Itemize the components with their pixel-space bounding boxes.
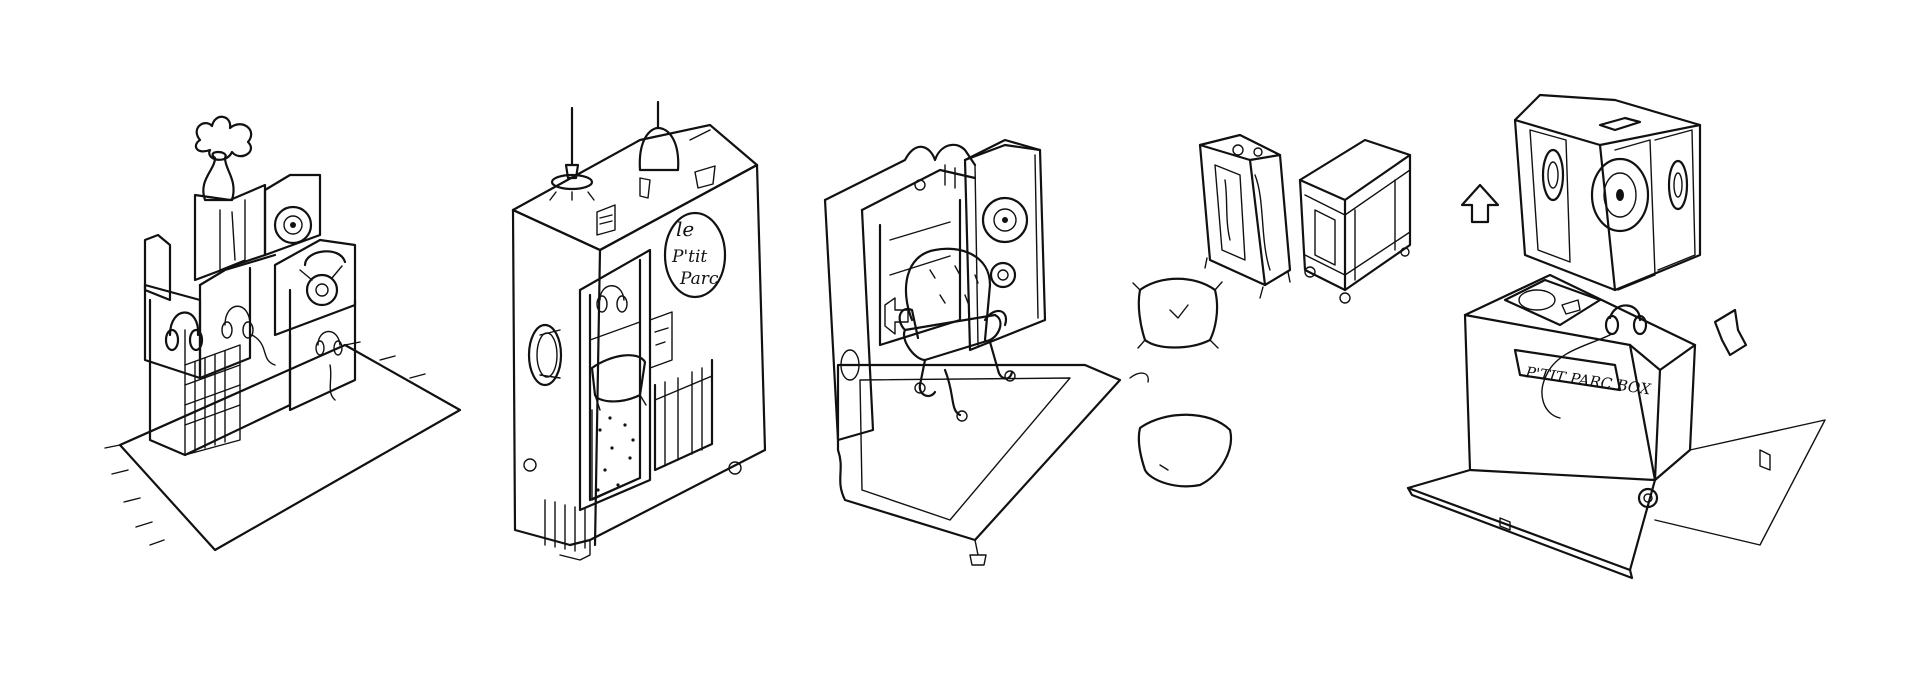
porthole-icon [527,323,563,387]
speaker-icon [981,196,1029,244]
sketch-5-parc-box: P'TIT PARC BOX [1406,93,1826,580]
pendant-lamp-icon [638,100,711,172]
wardrobe-icon [1198,133,1292,299]
turntable-icon [1503,278,1602,327]
speaker-icon [989,261,1017,289]
speaker-icon [1590,157,1650,233]
sketch-1-cabinet-tower [104,115,462,552]
headphones-icon [1604,304,1648,336]
svg-text:le: le [676,217,694,241]
vase-icon [194,115,253,202]
porthole-icon [840,349,860,381]
rug-icon [836,363,1122,566]
sketch-3-armchair-booth [823,138,1122,566]
armchair-icon [898,247,1016,422]
sketch-4-wardrobe-trunk [1129,133,1412,488]
cushion-icon [1137,413,1233,488]
speaker-icon [1667,159,1689,211]
speaker-icon [1541,148,1565,202]
arrow-icon [1713,308,1748,357]
svg-text:Parc: Parc [679,269,719,289]
speaker-icon [273,205,313,245]
trunk-icon [1298,138,1412,304]
headphones-icon [164,311,204,352]
pendant-lamp-icon [549,106,595,201]
svg-text:P'tit: P'tit [671,247,707,267]
telephone-icon [299,250,347,307]
cushion-icon [1132,277,1223,349]
logo-badge: le P'tit Parc [663,211,727,299]
headphones-icon [221,305,276,366]
arrow-icon [884,297,909,335]
headphones-icon [315,330,343,356]
sketch-2-kiosk: le P'tit Parc [511,100,767,561]
headphones-icon [596,285,628,313]
arrow-icon [1460,183,1500,224]
